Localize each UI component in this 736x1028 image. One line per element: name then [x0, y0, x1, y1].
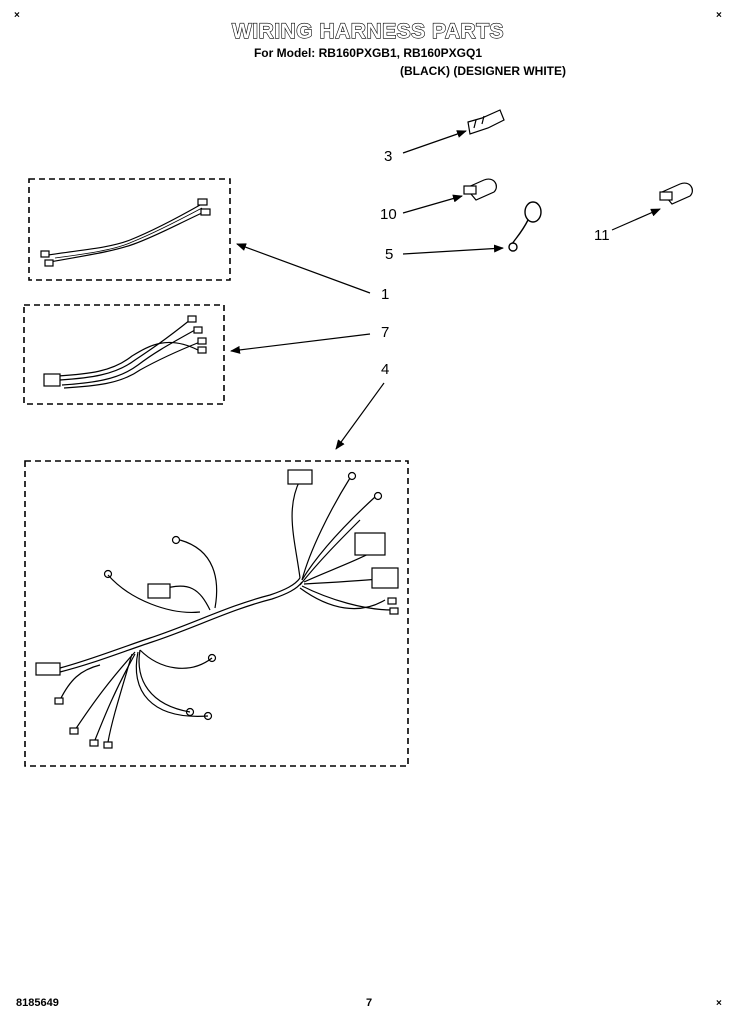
- callout-7: 7: [381, 324, 389, 341]
- document-number: 8185649: [16, 997, 59, 1009]
- callout-3: 3: [384, 148, 392, 165]
- page-title: WIRING HARNESS PARTS: [231, 19, 505, 43]
- corner-mark-bottom-right: ×: [716, 998, 722, 1009]
- model-colors: (BLACK) (DESIGNER WHITE): [400, 64, 566, 78]
- part-1-harness: [40, 198, 211, 267]
- corner-mark-top-left: ×: [14, 10, 20, 21]
- part-4-box: [24, 460, 409, 767]
- part-3-clip: [467, 109, 505, 135]
- part-4-harness: [35, 469, 399, 749]
- page-number: 7: [366, 997, 373, 1009]
- leader-lines: [230, 130, 661, 450]
- callout-1: 1: [381, 286, 389, 303]
- callout-4: 4: [381, 361, 389, 378]
- part-7-box: [23, 304, 225, 405]
- part-1-box: [28, 178, 231, 281]
- callout-11: 11: [594, 227, 610, 244]
- part-5-ring: [508, 201, 542, 252]
- corner-mark-top-right: ×: [716, 10, 722, 21]
- model-numbers: For Model: RB160PXGB1, RB160PXGQ1: [253, 46, 483, 60]
- callout-5: 5: [385, 246, 393, 263]
- part-10-clamp: [463, 178, 497, 201]
- callout-10: 10: [380, 206, 397, 223]
- part-7-harness: [43, 315, 207, 389]
- part-11-clamp: [659, 182, 693, 205]
